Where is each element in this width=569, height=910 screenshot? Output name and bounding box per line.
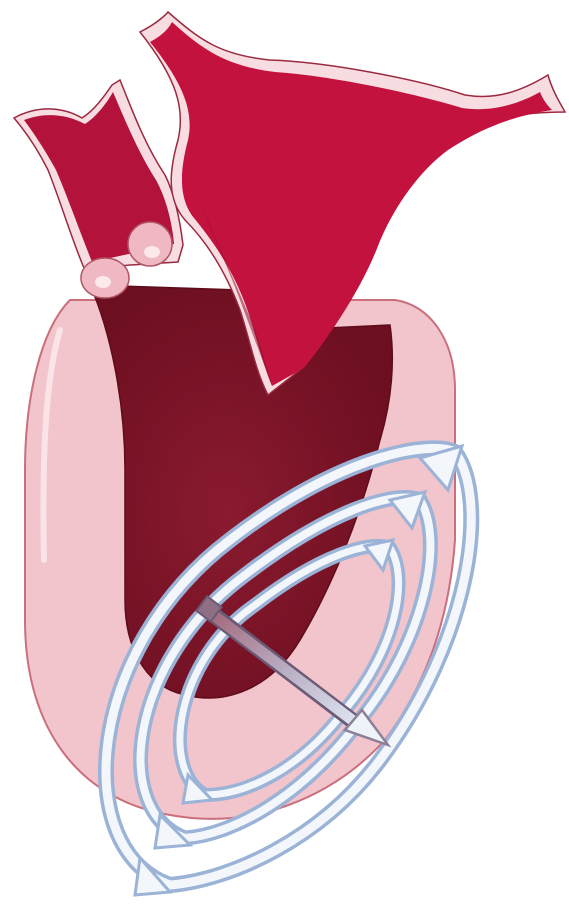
ascending-aorta [14,80,183,298]
valve-cusp-right [128,222,172,266]
valve-cusp-highlight-left [95,276,111,288]
valve-cusp-highlight-right [144,246,160,258]
